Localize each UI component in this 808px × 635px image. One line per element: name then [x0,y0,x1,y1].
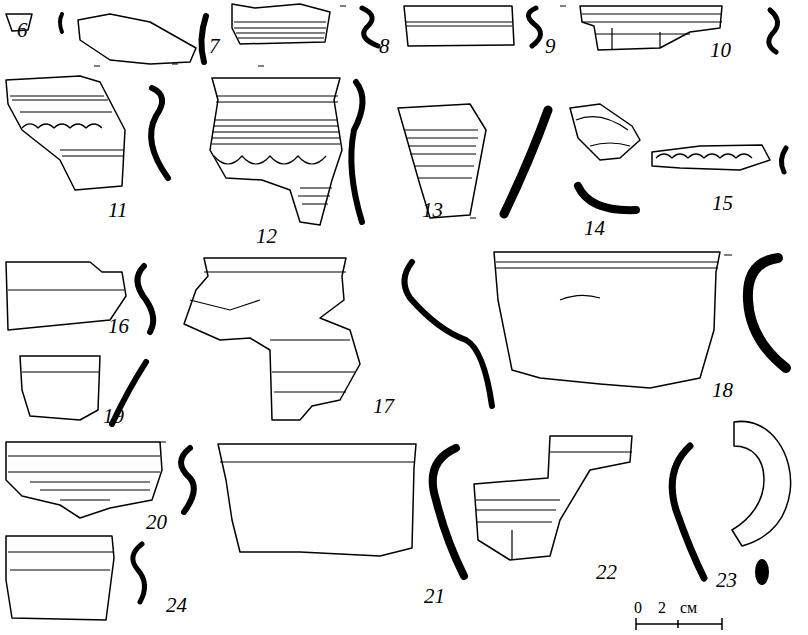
sherd-drawing [570,104,640,160]
figure-number: 23 [716,570,737,591]
scale-label: см [680,600,697,616]
figure-number: 8 [379,36,390,57]
figure-number: 9 [545,36,556,57]
figure-number: 12 [256,226,277,247]
sherd-drawing [218,444,416,556]
figure-number: 10 [710,40,731,61]
figure-number: 11 [108,200,127,221]
figure-number: 16 [108,316,129,337]
sherd-drawing [184,258,360,420]
figure-number: 20 [146,512,167,533]
sherd-drawing [232,4,330,44]
sherd-drawing [494,252,720,388]
sherd-drawing [6,442,162,518]
figure-number: 17 [373,396,394,417]
figure-number: 24 [166,595,187,616]
sherd-drawing [474,436,632,560]
figure-number: 6 [17,20,28,41]
figure-number: 14 [584,218,605,239]
sherd-drawing [404,6,514,46]
figure-number: 18 [712,380,733,401]
sherd-drawing [580,6,722,50]
sherd-drawing [652,145,770,170]
figure-number: 13 [422,200,443,221]
sherd-drawing [210,78,342,225]
figure-number: 22 [596,562,617,583]
figure-number: 15 [712,193,733,214]
figure-number: 19 [103,406,124,427]
sherd-drawing [6,76,125,190]
scale-label: 0 [634,600,642,616]
sherd-drawing [6,536,114,620]
scale-label: 2 [658,600,666,616]
figure-number: 7 [209,36,220,57]
figure-number: 21 [424,586,445,607]
handle-drawing [732,421,791,546]
sherd-drawing [78,14,196,64]
sherd-drawing [20,356,100,420]
